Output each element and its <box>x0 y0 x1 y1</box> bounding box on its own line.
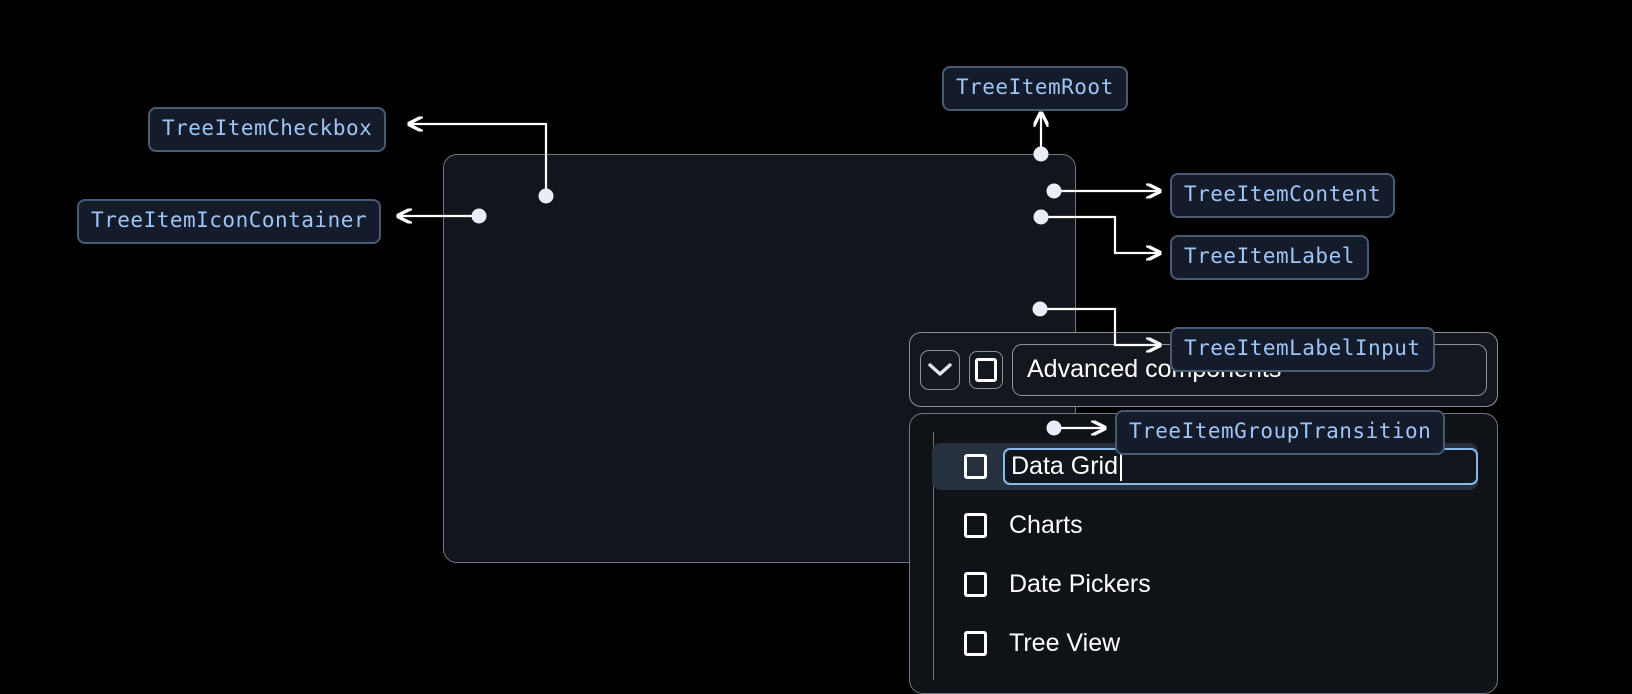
checkbox-glyph <box>975 357 997 382</box>
annotation-tree-item-label: TreeItemLabel <box>1170 235 1369 280</box>
tree-item-root[interactable]: Advanced components Data Grid Charts Dat… <box>443 154 1498 694</box>
annotation-tree-item-content: TreeItemContent <box>1170 173 1396 218</box>
tree-child-row-date-pickers[interactable]: Date Pickers <box>932 561 1478 608</box>
annotation-tree-item-icon-container: TreeItemIconContainer <box>77 199 382 244</box>
annotated-tree-view-diagram: Advanced components Data Grid Charts Dat… <box>77 66 1498 694</box>
tree-item-checkbox[interactable] <box>964 572 987 597</box>
chevron-down-icon <box>927 362 953 378</box>
text-caret <box>1119 452 1122 481</box>
tree-item-group-transition: Data Grid Charts Date Pickers Tree View <box>909 413 1498 694</box>
tree-item-checkbox[interactable] <box>964 454 987 479</box>
tree-item-label[interactable]: Date Pickers <box>1009 570 1151 598</box>
tree-item-icon-container[interactable] <box>920 349 960 390</box>
tree-item-checkbox[interactable] <box>969 350 1003 389</box>
label-input-value: Data Grid <box>1011 452 1118 480</box>
annotation-tree-item-group-transition: TreeItemGroupTransition <box>1115 410 1446 455</box>
tree-child-row-charts[interactable]: Charts <box>932 502 1478 549</box>
tree-item-checkbox[interactable] <box>964 513 987 538</box>
tree-item-label[interactable]: Charts <box>1009 511 1083 539</box>
group-indent-guide <box>933 432 934 680</box>
annotation-tree-item-checkbox: TreeItemCheckbox <box>148 107 387 152</box>
annotation-tree-item-root: TreeItemRoot <box>942 66 1128 111</box>
annotation-tree-item-label-input: TreeItemLabelInput <box>1170 327 1435 372</box>
